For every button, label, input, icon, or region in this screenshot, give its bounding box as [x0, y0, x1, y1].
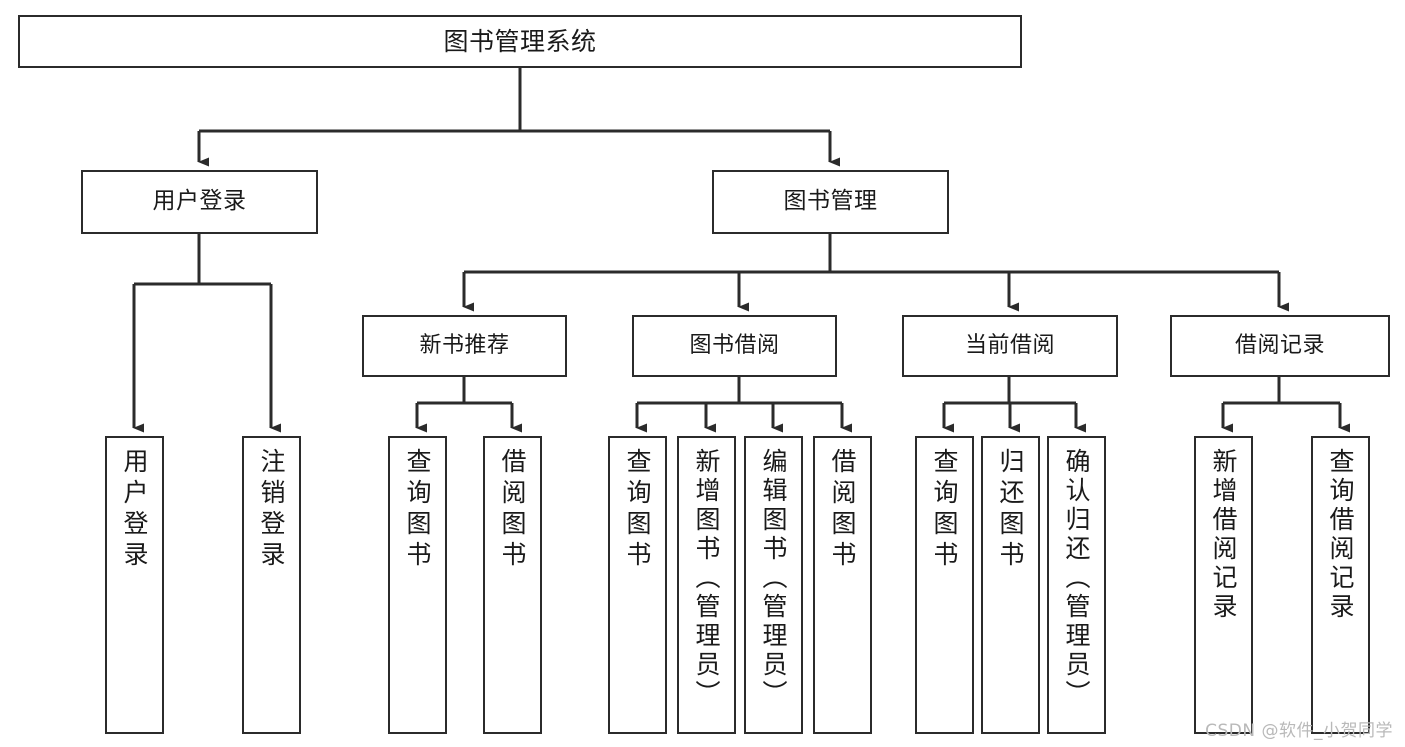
node-leaf-record-query-record[interactable]: 查询借阅记录 — [1311, 436, 1370, 734]
node-group-book-borrow[interactable]: 图书借阅 — [632, 315, 837, 377]
node-group-new-book-recommend[interactable]: 新书推荐 — [362, 315, 567, 377]
node-leaf-borrow-query-book-label: 查询图书 — [623, 448, 652, 572]
node-leaf-current-return-book-label: 归还图书 — [996, 448, 1025, 572]
node-leaf-borrow-borrow-book-label: 借阅图书 — [828, 448, 857, 572]
node-leaf-borrow-add-book-admin[interactable]: 新增图书（管理员） — [677, 436, 736, 734]
node-root-book-management-system[interactable]: 图书管理系统 — [18, 15, 1022, 68]
node-leaf-recommend-query-book-label: 查询图书 — [403, 448, 432, 572]
node-leaf-recommend-query-book[interactable]: 查询图书 — [388, 436, 447, 734]
node-group-book-borrow-label: 图书借阅 — [689, 332, 780, 358]
node-leaf-user-login-signout[interactable]: 注销登录 — [242, 436, 301, 734]
node-leaf-current-query-book[interactable]: 查询图书 — [915, 436, 974, 734]
node-group-borrow-record-label: 借阅记录 — [1234, 332, 1325, 358]
node-leaf-recommend-borrow-book-label: 借阅图书 — [498, 448, 527, 572]
node-group-current-borrow-label: 当前借阅 — [964, 332, 1055, 358]
node-leaf-current-return-book[interactable]: 归还图书 — [981, 436, 1040, 734]
node-group-new-book-recommend-label: 新书推荐 — [419, 332, 510, 358]
node-leaf-user-login-signin-label: 用户登录 — [120, 448, 149, 572]
node-group-borrow-record[interactable]: 借阅记录 — [1170, 315, 1390, 377]
node-leaf-user-login-signout-label: 注销登录 — [257, 448, 286, 572]
node-leaf-borrow-borrow-book[interactable]: 借阅图书 — [813, 436, 872, 734]
node-leaf-user-login-signin[interactable]: 用户登录 — [105, 436, 164, 734]
node-branch-book-management-label: 图书管理 — [783, 188, 878, 215]
node-branch-user-login[interactable]: 用户登录 — [81, 170, 318, 234]
node-leaf-current-confirm-return-admin[interactable]: 确认归还（管理员） — [1047, 436, 1106, 734]
node-branch-user-login-label: 用户登录 — [152, 188, 247, 215]
node-leaf-record-add-record[interactable]: 新增借阅记录 — [1194, 436, 1253, 734]
node-leaf-record-query-record-label: 查询借阅记录 — [1326, 448, 1355, 622]
node-leaf-recommend-borrow-book[interactable]: 借阅图书 — [483, 436, 542, 734]
node-leaf-record-add-record-label: 新增借阅记录 — [1209, 448, 1238, 622]
node-leaf-borrow-edit-book-admin-label: 编辑图书（管理员） — [759, 448, 788, 709]
node-leaf-borrow-query-book[interactable]: 查询图书 — [608, 436, 667, 734]
watermark-text: CSDN @软件_小贺同学 — [1205, 721, 1393, 741]
node-leaf-current-query-book-label: 查询图书 — [930, 448, 959, 572]
node-group-current-borrow[interactable]: 当前借阅 — [902, 315, 1118, 377]
node-leaf-borrow-add-book-admin-label: 新增图书（管理员） — [692, 448, 721, 709]
node-leaf-current-confirm-return-admin-label: 确认归还（管理员） — [1062, 448, 1091, 709]
node-root-label: 图书管理系统 — [443, 26, 597, 56]
node-branch-book-management[interactable]: 图书管理 — [712, 170, 949, 234]
node-leaf-borrow-edit-book-admin[interactable]: 编辑图书（管理员） — [744, 436, 803, 734]
